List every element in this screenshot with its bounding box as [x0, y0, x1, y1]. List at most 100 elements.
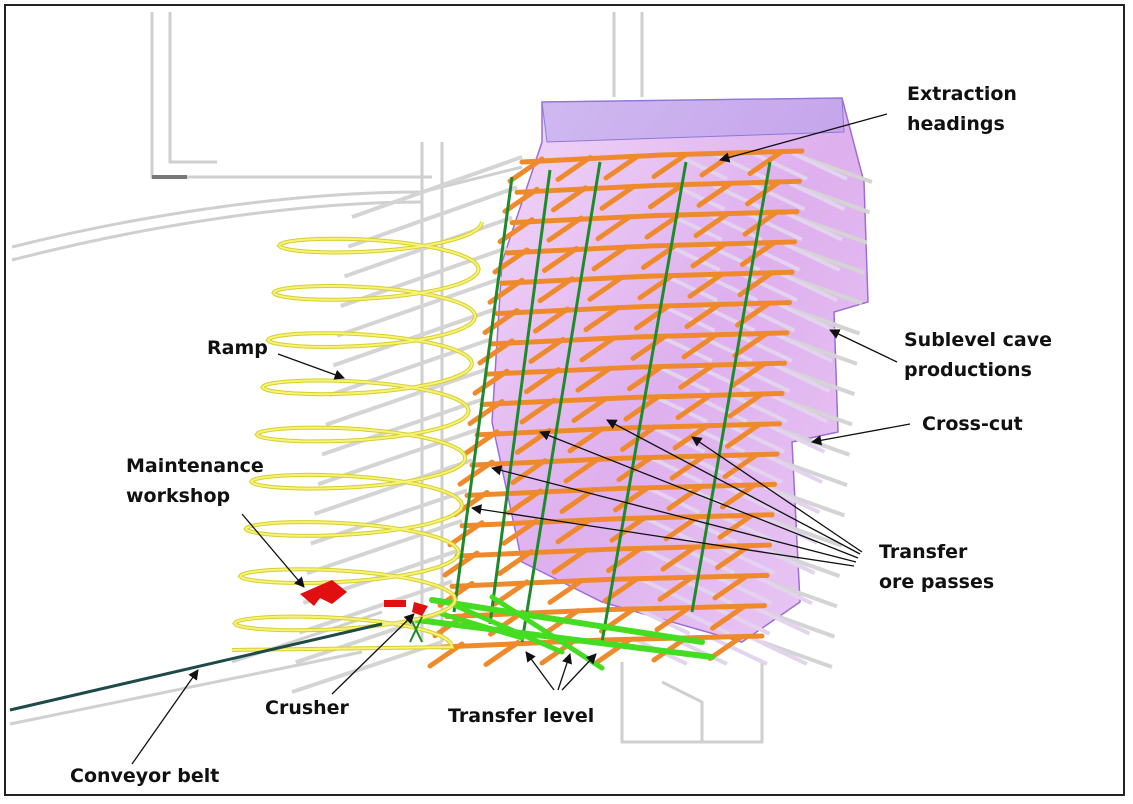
cross-cut	[660, 544, 698, 572]
extraction-heading	[504, 239, 797, 256]
cross-cut	[644, 212, 682, 240]
cave-production-drift	[646, 454, 703, 484]
transfer-drift	[439, 611, 525, 641]
arrow-crusher	[331, 613, 415, 695]
label-maintenance-line1: Maintenance	[126, 455, 264, 477]
cross-cut	[616, 455, 654, 483]
arrow-passes-1	[606, 419, 861, 555]
cross-cut	[467, 399, 505, 426]
cave-production-drift	[641, 514, 698, 545]
production-drifts	[427, 148, 805, 669]
cave-production-drift	[716, 575, 773, 606]
cross-cut	[537, 276, 575, 304]
label-transfer-passes-line2: ore passes	[879, 571, 994, 593]
cave-production-drift	[718, 545, 776, 575]
cave-production-drift	[651, 393, 708, 424]
cross-cut	[551, 547, 589, 575]
cave-production-drift	[746, 211, 803, 242]
cave-production-drift	[788, 181, 846, 212]
cross-cut	[666, 483, 704, 511]
ghost-level-drift	[340, 246, 508, 308]
ghost-drift	[661, 680, 704, 742]
cross-cut	[717, 512, 755, 540]
cave-production-drift	[653, 363, 711, 393]
cave-production-drift	[778, 302, 836, 333]
cross-cut	[472, 368, 510, 396]
cross-cut	[477, 338, 515, 366]
arrow-passes-4	[470, 504, 855, 567]
cave-production-drift	[751, 636, 808, 666]
arrow-transfer-2	[557, 653, 572, 691]
cross-cut	[627, 364, 664, 392]
ghost-level-drift	[332, 306, 498, 368]
cave-production-drift	[773, 363, 831, 393]
figure-frame: Extraction headings Sublevel cave produc…	[4, 4, 1125, 796]
cave-production-drift	[711, 636, 768, 666]
cross-cut	[571, 396, 609, 423]
cross-cut	[634, 303, 671, 331]
cross-cut	[687, 271, 725, 299]
cross-cut	[501, 518, 539, 546]
cave-production-drift	[776, 333, 833, 363]
cave-production-drift	[756, 575, 813, 606]
cross-cut	[497, 549, 534, 577]
ghost-level-drift	[306, 518, 463, 576]
extraction-heading	[479, 391, 785, 407]
extraction-heading	[489, 330, 790, 347]
cave-production-drift	[768, 424, 826, 454]
cross-cut	[730, 361, 767, 389]
cross-cut	[672, 423, 710, 451]
cross-cut	[533, 306, 570, 334]
extraction-heading	[454, 542, 772, 559]
extraction-heading	[514, 178, 802, 195]
cross-cut	[551, 185, 588, 213]
cave-production-drift	[706, 211, 763, 242]
cross-cut	[603, 153, 641, 181]
arrow-transfer-1	[525, 651, 555, 691]
extraction-heading	[449, 572, 770, 589]
cave-production-drift	[758, 545, 816, 575]
cross-cut	[528, 336, 566, 364]
cross-cut	[630, 333, 668, 361]
cross-cut	[710, 603, 747, 631]
ore-pass	[520, 161, 602, 643]
arrow-transfer-3	[561, 653, 597, 691]
cross-cut	[657, 574, 695, 602]
mine-layout-diagram: Extraction headings Sublevel cave produc…	[9, 12, 1052, 787]
label-sublevel-line2: productions	[904, 359, 1032, 381]
label-conveyor: Conveyor belt	[70, 765, 219, 787]
cross-cut	[707, 634, 745, 661]
cross-cut	[587, 274, 625, 302]
cave-production-drift	[703, 242, 761, 272]
cave-production-drift	[733, 363, 791, 393]
transfer-level-drifts	[414, 594, 715, 671]
arrow-passes-5	[691, 436, 863, 553]
cave-production-drift	[656, 333, 713, 363]
cross-cut	[510, 458, 548, 486]
transfer-ore-passes	[452, 161, 772, 643]
ghost-level-drift	[298, 579, 453, 635]
cross-cut	[684, 302, 722, 330]
arrow-crosscut	[810, 423, 911, 446]
transfer-drift	[414, 617, 715, 660]
cross-cut	[669, 453, 707, 481]
cave-production-drift	[763, 484, 821, 515]
cross-cut	[696, 180, 734, 208]
cross-cut	[506, 488, 543, 516]
cross-cut	[575, 365, 613, 393]
ghost-level-drift	[313, 458, 473, 516]
cave-production-drift	[638, 545, 696, 575]
cave-production-drift	[753, 605, 811, 636]
cross-cut	[462, 429, 500, 457]
cross-cut	[547, 577, 585, 605]
label-extraction-line2: headings	[907, 113, 1005, 135]
ghost-drift	[168, 12, 217, 164]
transfer-drift	[429, 597, 705, 645]
extraction-heading	[469, 451, 780, 468]
cross-cut	[727, 391, 765, 419]
cave-production-drift	[751, 151, 808, 181]
cave-production-drift	[723, 484, 781, 515]
label-maintenance-line2: workshop	[126, 485, 230, 507]
ghost-level-drift	[328, 336, 493, 398]
cross-cut	[732, 330, 770, 358]
